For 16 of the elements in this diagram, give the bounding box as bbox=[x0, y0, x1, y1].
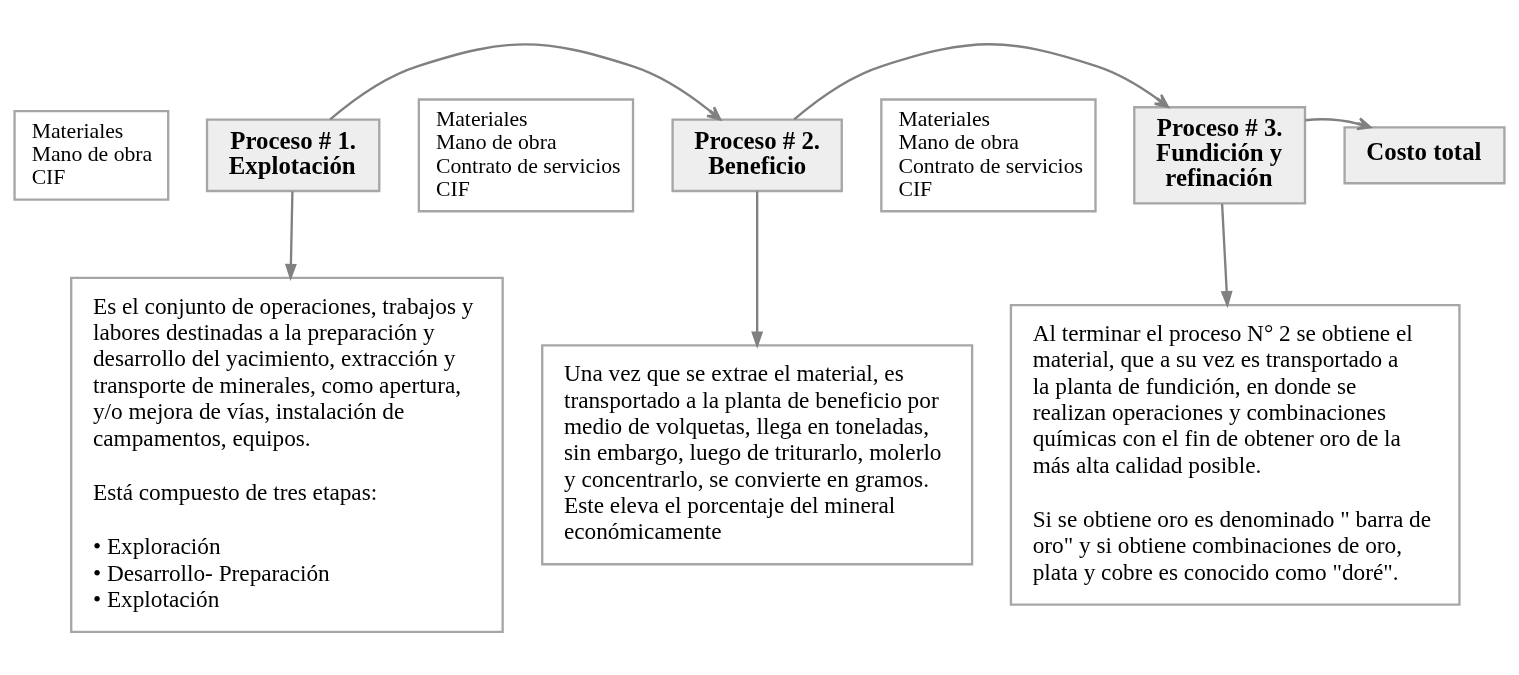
arrow bbox=[1305, 116, 1372, 130]
arrow bbox=[284, 190, 297, 281]
node-box: Es el conjunto de operaciones, trabajos y labores destinadas a la preparación y desarrollo del yacimiento, extracción y transporte de minerales, como apertura, y/o mejora de vías, instalación de campamentos, equipos. Está compuesto de tres etapas: • Exploración • Desarrollo- Preparación • Explotación bbox=[70, 276, 504, 633]
node-box: Al terminar el proceso N° 2 se obtiene el material, que a su vez es transportado a la planta de fundición, en donde se realizan operaciones y combinaciones químicas con el fin de obtener oro de la más alta calidad posible. Si se obtiene oro es denominado " barra de oro" y si obtiene combinaciones de oro, plata y cobre es conocido como "doré". bbox=[1009, 303, 1461, 606]
node-box: Proceso # 2. Beneficio bbox=[671, 118, 843, 192]
arrow bbox=[1220, 203, 1233, 308]
node-box: Costo total bbox=[1343, 125, 1506, 184]
node-box: Materiales Mano de obra CIF bbox=[13, 109, 170, 201]
node-box: Materiales Mano de obra Contrato de servicios CIF bbox=[880, 97, 1097, 212]
arrow bbox=[751, 190, 764, 349]
node-box: Proceso # 3. Fundición y refinación bbox=[1133, 105, 1307, 205]
node-box: Materiales Mano de obra Contrato de servicios CIF bbox=[417, 97, 635, 212]
node-box: Proceso # 1. Explotación bbox=[205, 118, 381, 192]
node-box: Una vez que se extrae el material, es transportado a la planta de beneficio por medio de volquetas, llega en toneladas, sin embargo, luego de triturarlo, molerlo y concentrarlo, se convierte en gramos. Este eleva el porcentaje del mineral económicamente bbox=[541, 343, 974, 565]
arrow bbox=[329, 42, 722, 121]
arrow bbox=[793, 42, 1170, 120]
